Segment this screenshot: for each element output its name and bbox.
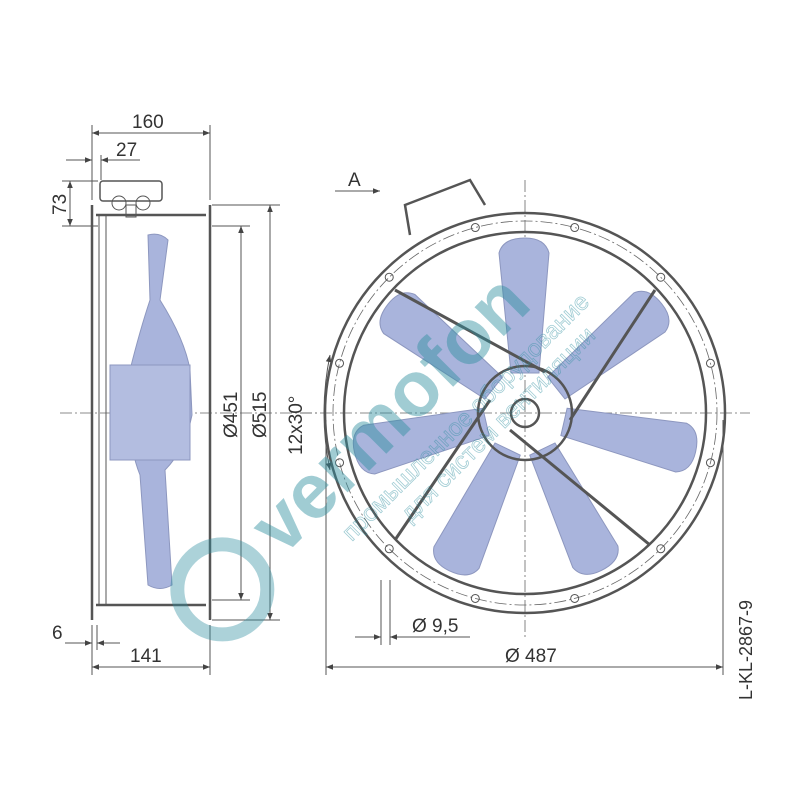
impeller-blade — [529, 442, 619, 575]
bolt-hole — [570, 593, 580, 603]
bolt-circle — [332, 220, 718, 606]
dim-73: 73 — [50, 194, 71, 215]
front-terminal-box — [403, 178, 487, 236]
bolt-hole — [335, 458, 345, 468]
impeller-blades — [352, 237, 698, 576]
dim-hole: Ø 9,5 — [412, 616, 458, 637]
dim-27: 27 — [116, 140, 137, 161]
drawing-code: L-KL-2867-9 — [736, 600, 756, 700]
bolt-hole — [384, 544, 394, 554]
side-casing — [96, 213, 206, 607]
impeller-blade — [498, 237, 550, 374]
front-view — [300, 178, 750, 640]
dim-160: 160 — [132, 112, 164, 133]
terminal-box — [99, 180, 163, 218]
guard-bars — [393, 288, 657, 547]
dim-515: Ø515 — [250, 392, 271, 438]
view-label: A — [348, 170, 361, 191]
impeller-blade — [546, 290, 670, 400]
bolt-hole — [470, 593, 480, 603]
impeller-blade — [433, 442, 521, 576]
bolt-holes — [335, 223, 715, 603]
impeller-blade — [379, 292, 504, 400]
side-flanges — [90, 205, 212, 620]
impeller-blade — [352, 407, 490, 475]
side-dimensions: 160 27 73 Ø451 Ø515 6 141 — [50, 112, 280, 675]
outer-ring — [323, 211, 727, 615]
hub — [476, 364, 574, 462]
bolt-hole — [705, 358, 715, 368]
dim-12x30: 12x30° — [286, 396, 307, 455]
inner-ring — [342, 230, 708, 596]
watermark-logo-icon — [170, 537, 275, 642]
bolt-hole — [384, 272, 394, 282]
bolt-hole — [470, 223, 480, 233]
bolt-hole — [570, 223, 580, 233]
bolt-hole — [335, 358, 345, 368]
side-casing-inner — [98, 215, 107, 605]
side-hub — [109, 364, 191, 461]
front-dimensions: A 12x30° Ø 9,5 Ø 487 L-KL-2867-9 — [286, 170, 756, 700]
bolt-hole — [656, 272, 666, 282]
bolt-hole — [656, 544, 666, 554]
bolt-hole — [705, 458, 715, 468]
dim-487: Ø 487 — [505, 646, 557, 667]
impeller-blade — [560, 407, 698, 473]
dim-6: 6 — [52, 623, 63, 644]
hub-center — [509, 397, 541, 429]
dim-451: Ø451 — [221, 392, 242, 438]
dim-141: 141 — [130, 646, 162, 667]
side-view — [60, 180, 320, 620]
